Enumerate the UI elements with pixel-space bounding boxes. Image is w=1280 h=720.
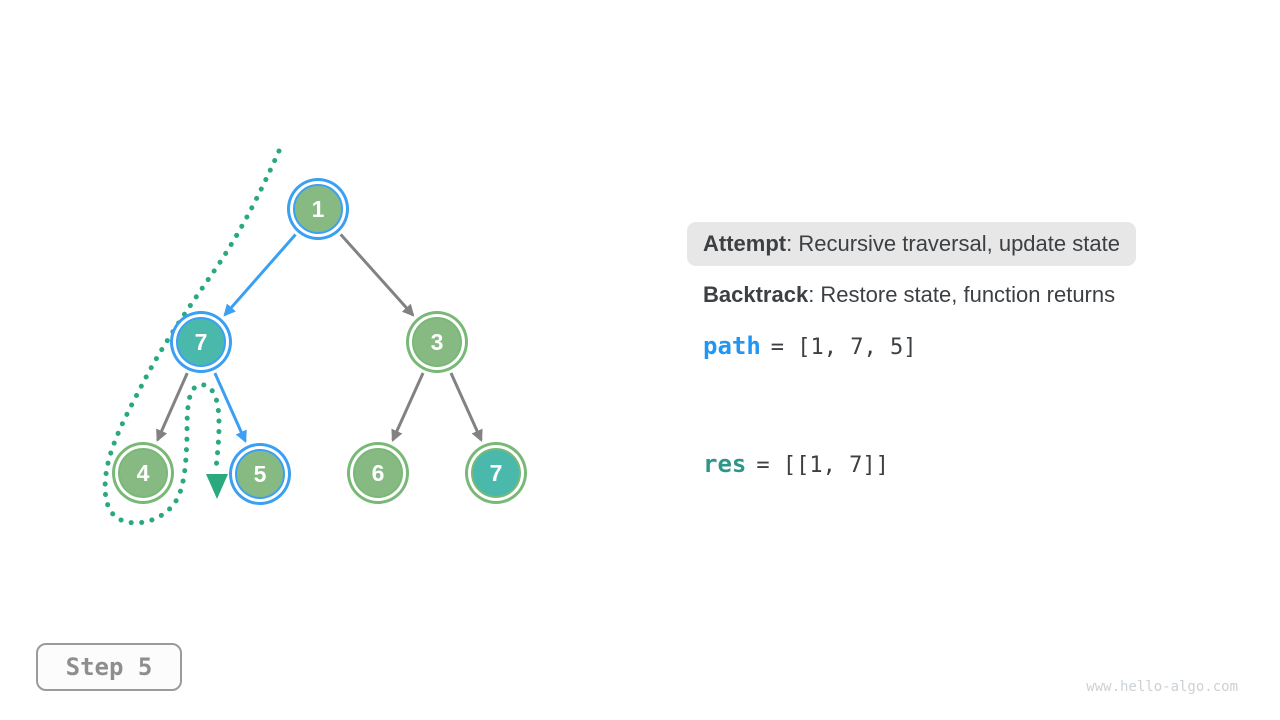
tree-edge-1-3 bbox=[339, 233, 415, 317]
tree-node-7: 7 bbox=[471, 448, 521, 498]
path-value: = [1, 7, 5] bbox=[770, 335, 917, 360]
traversal-arrowhead-icon bbox=[206, 474, 228, 499]
attempt-label: Attempt bbox=[703, 231, 787, 256]
res-value: = [[1, 7]] bbox=[756, 453, 889, 478]
tree-edge-3-6 bbox=[391, 372, 425, 442]
watermark: www.hello-algo.com bbox=[1086, 679, 1238, 695]
tree-node-7: 7 bbox=[176, 317, 226, 367]
tree-edge-7-4 bbox=[156, 372, 189, 442]
path-variable: path bbox=[703, 332, 761, 360]
tree-node-3: 3 bbox=[412, 317, 462, 367]
res-state-line: res = [[1, 7]] bbox=[703, 450, 889, 478]
tree-node-5: 5 bbox=[235, 449, 285, 499]
attempt-callout: Attempt: Recursive traversal, update sta… bbox=[687, 222, 1136, 266]
tree-node-4: 4 bbox=[118, 448, 168, 498]
tree-node-1: 1 bbox=[293, 184, 343, 234]
attempt-text: : Recursive traversal, update state bbox=[786, 231, 1120, 256]
step-badge: Step 5 bbox=[36, 643, 182, 691]
step-badge-label: Step 5 bbox=[65, 653, 153, 681]
path-state-line: path = [1, 7, 5] bbox=[703, 332, 917, 360]
res-variable: res bbox=[703, 450, 747, 478]
backtrack-line: Backtrack: Restore state, function retur… bbox=[703, 282, 1115, 308]
tree-edge-1-7 bbox=[223, 233, 297, 317]
tree-edge-7-5 bbox=[213, 372, 247, 443]
traversal-dotted-path bbox=[102, 148, 282, 526]
backtrack-label: Backtrack bbox=[703, 282, 809, 307]
tree-node-6: 6 bbox=[353, 448, 403, 498]
tree-edge-3-7 bbox=[449, 372, 483, 442]
backtrack-text: : Restore state, function returns bbox=[808, 282, 1116, 307]
